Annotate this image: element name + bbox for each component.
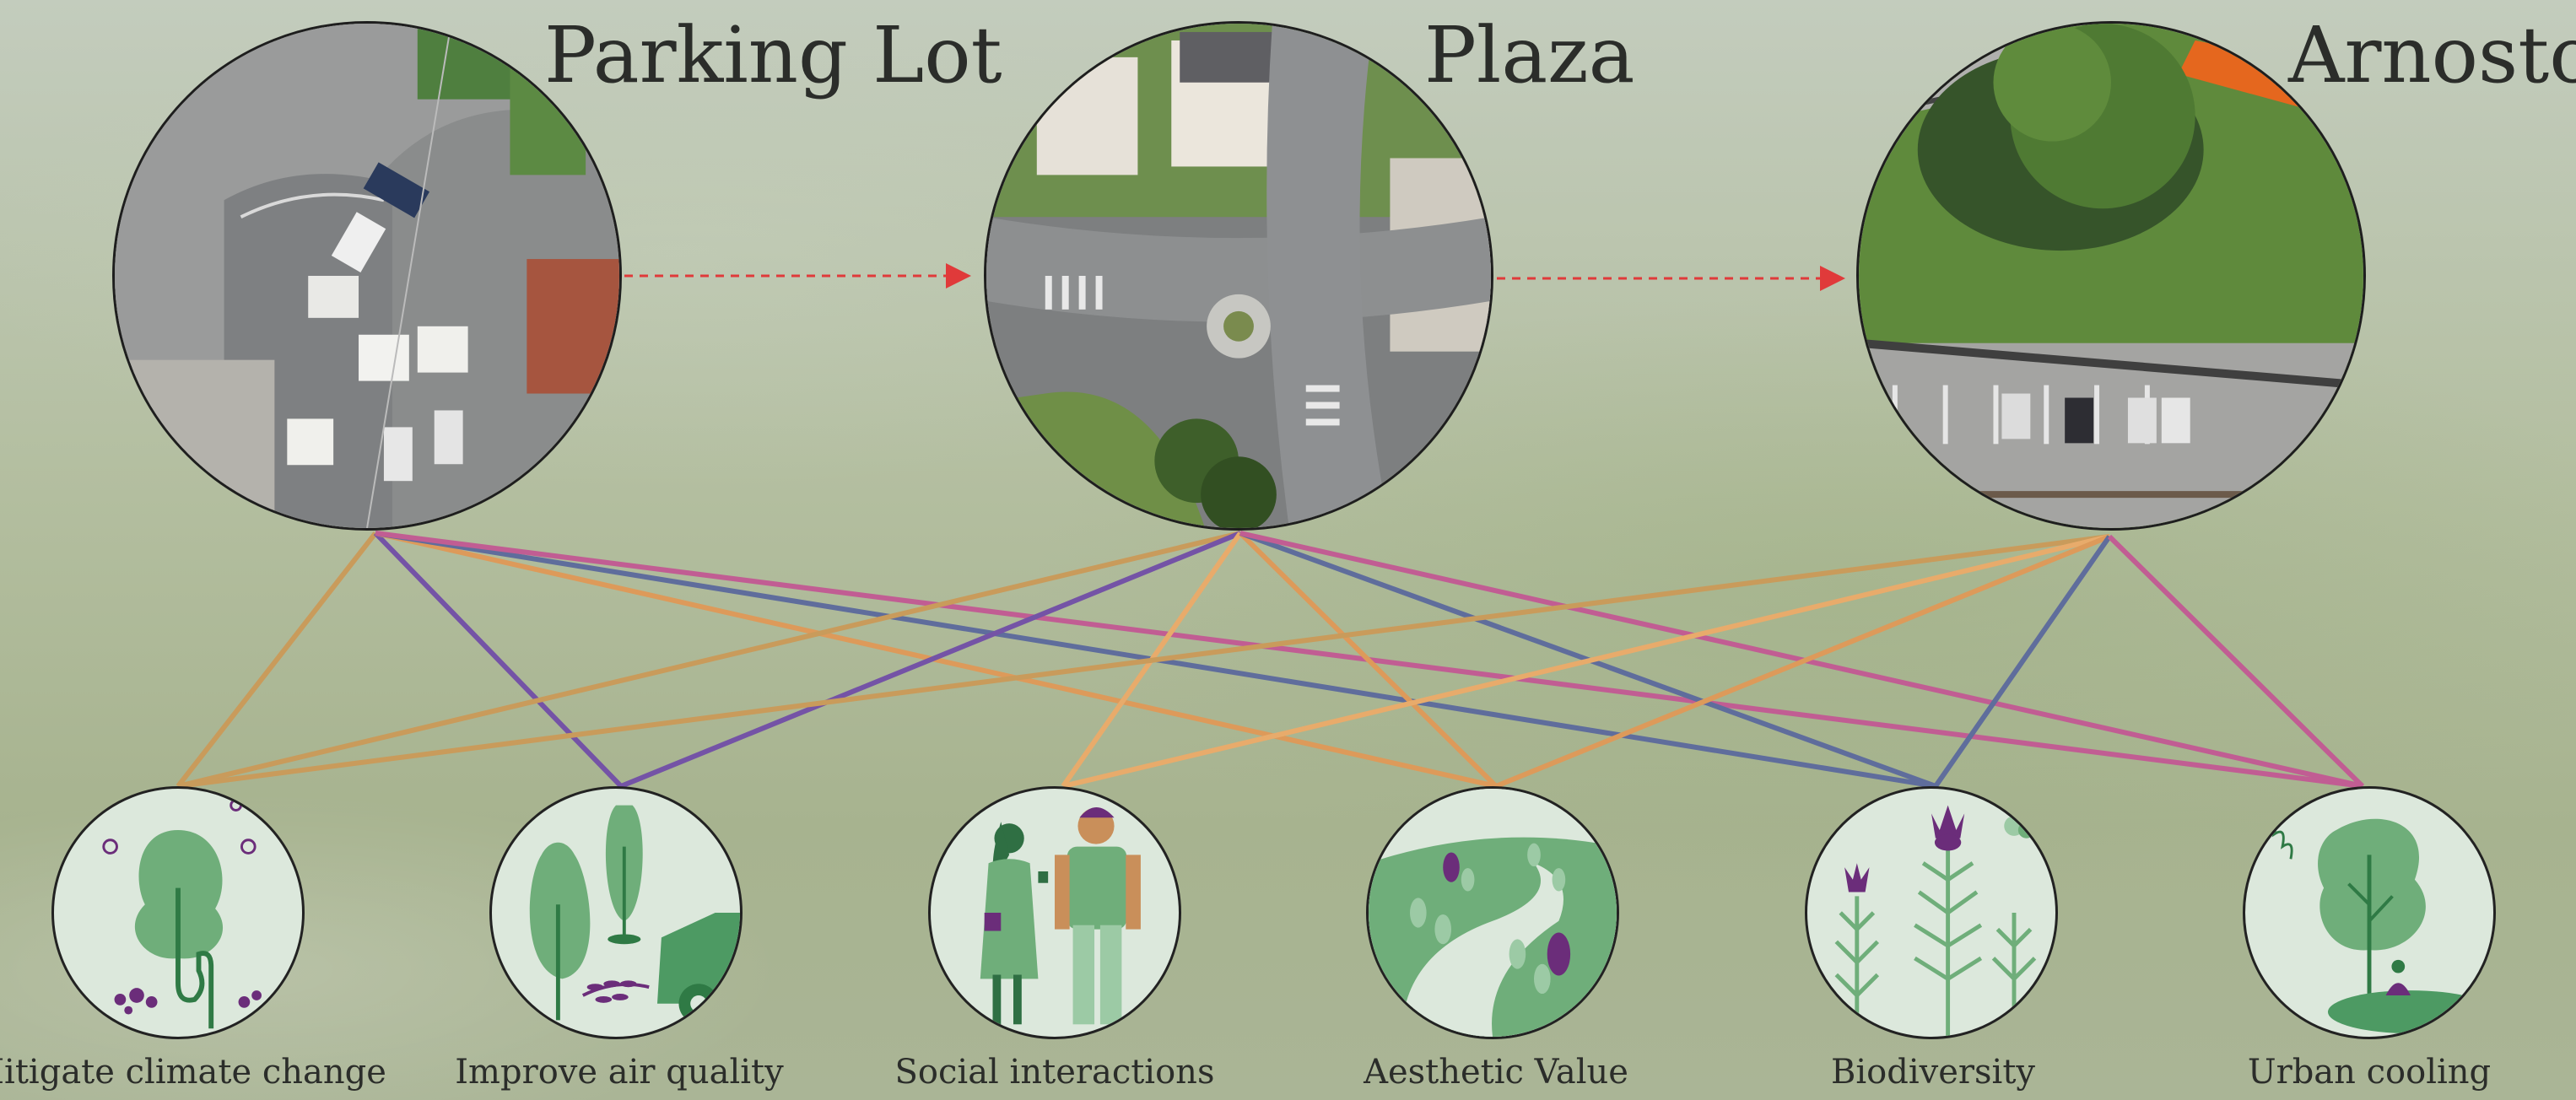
trees-car-icon: [529, 805, 740, 1024]
link-plaza-to-aesthetic-value: [1238, 531, 1499, 789]
link-plaza-to-mitigate-climate-change: [177, 531, 1241, 789]
thistle-plants-icon: [1834, 805, 2037, 1037]
site-photo-arnosto: [1856, 21, 2366, 531]
link-arnosto-to-mitigate-climate-change: [177, 534, 2110, 789]
benefit-mitigate-climate-change: [51, 786, 305, 1039]
link-arnosto-to-urban-cooling: [2107, 534, 2365, 789]
tree-carbon-icon: [102, 799, 262, 1029]
benefit-label-biodiversity: Biodiversity: [1830, 1053, 2036, 1092]
link-plaza-to-improve-air-quality: [619, 531, 1242, 789]
benefit-aesthetic-value: [1366, 786, 1619, 1039]
benefit-urban-cooling: [2243, 786, 2496, 1039]
link-parking-lot-to-mitigate-climate-change: [176, 531, 378, 788]
benefit-social-interactions: [928, 786, 1181, 1039]
site-title-arnosto: Arnosto: [2288, 10, 2576, 100]
landscape-path-icon: [1369, 789, 1617, 1037]
link-arnosto-to-biodiversity: [1933, 535, 2112, 788]
link-parking-lot-to-improve-air-quality: [373, 531, 624, 789]
site-photo-plaza: [984, 21, 1493, 531]
benefit-label-urban-cooling: Urban cooling: [2247, 1053, 2492, 1092]
people-icon: [980, 807, 1141, 1025]
benefit-label-aesthetic-value: Aesthetic Value: [1364, 1053, 1628, 1092]
benefit-improve-air-quality: [489, 786, 743, 1039]
benefit-label-improve-air-quality: Improve air quality: [455, 1053, 784, 1092]
benefit-label-mitigate-climate-change: Mitigate climate change: [0, 1053, 386, 1092]
benefit-label-social-interactions: Social interactions: [894, 1053, 1215, 1092]
site-title-parking-lot: Parking Lot: [544, 10, 1002, 100]
shade-tree-icon: [2269, 812, 2493, 1034]
link-arnosto-to-social-interactions: [1062, 534, 2110, 789]
link-arnosto-to-aesthetic-value: [1494, 534, 2111, 789]
benefit-biodiversity: [1805, 786, 2058, 1039]
site-title-plaza: Plaza: [1424, 10, 1635, 100]
site-photo-parking-lot: [112, 21, 622, 531]
